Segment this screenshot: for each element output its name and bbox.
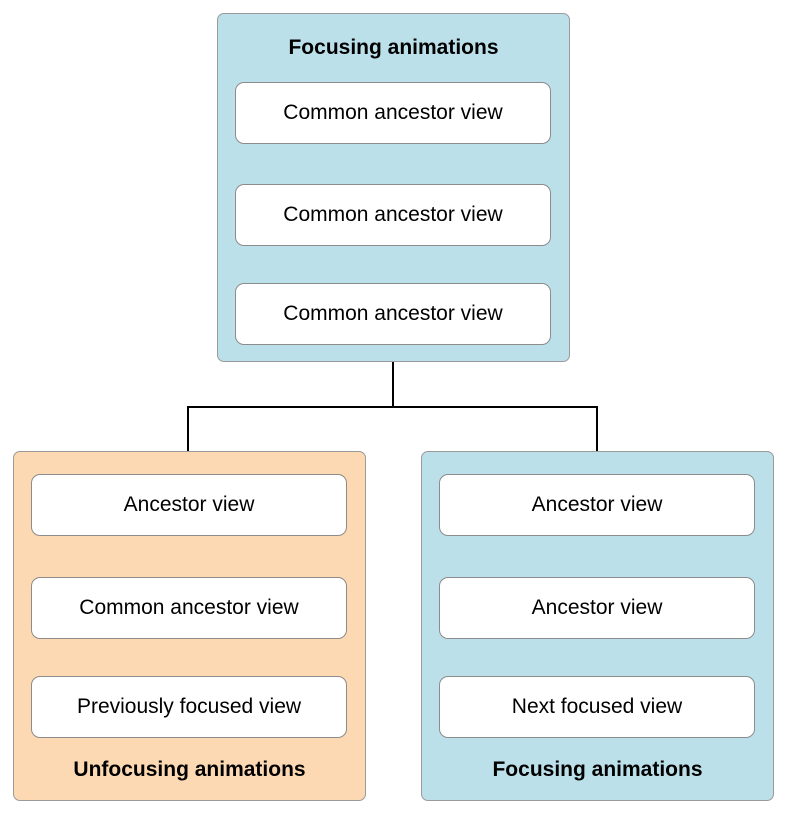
node-ancestor-view: Ancestor view <box>439 577 755 639</box>
panel-title: Focusing animations <box>288 36 499 59</box>
node-common-ancestor-view: Common ancestor view <box>235 82 551 144</box>
node-common-ancestor-view: Common ancestor view <box>235 283 551 345</box>
panel-title: Unfocusing animations <box>73 758 306 781</box>
node-common-ancestor-view: Common ancestor view <box>235 184 551 246</box>
connector-to-left-branch <box>187 344 394 474</box>
node-next-focused-view: Next focused view <box>439 676 755 738</box>
panel-title: Focusing animations <box>492 758 703 781</box>
node-common-ancestor-view: Common ancestor view <box>31 577 347 639</box>
node-ancestor-view: Ancestor view <box>439 474 755 536</box>
node-ancestor-view: Ancestor view <box>31 474 347 536</box>
node-previously-focused-view: Previously focused view <box>31 676 347 738</box>
